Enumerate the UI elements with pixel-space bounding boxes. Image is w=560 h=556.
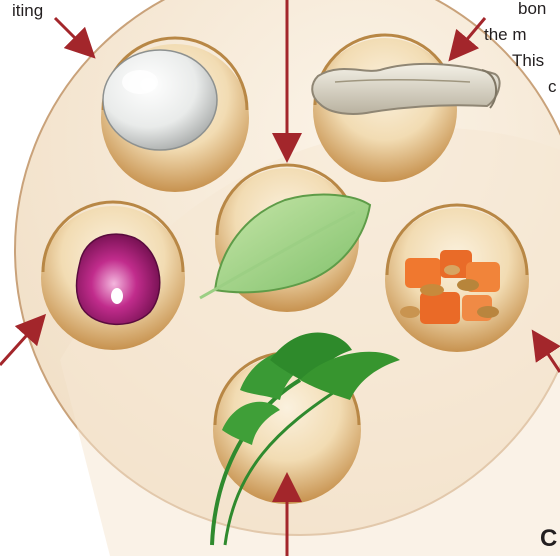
label-top-right-3: This [512,51,544,70]
egg-icon [103,50,217,150]
label-top-right-2: the m [484,25,527,44]
onion-icon [77,234,160,324]
label-bottom-right: C [540,525,557,552]
label-top-right-1: bon [518,0,546,18]
label-top-right-4: c [548,77,557,96]
arrow-egg [55,18,85,48]
label-top-left: iting [12,1,43,20]
